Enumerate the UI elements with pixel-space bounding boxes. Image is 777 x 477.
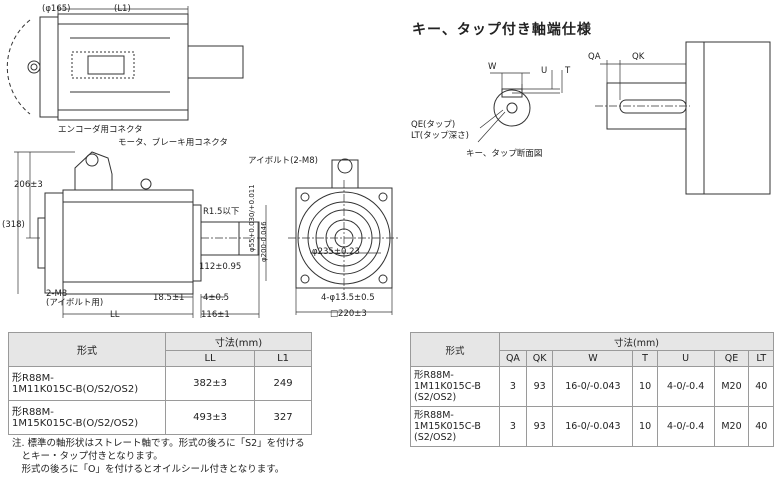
lt-cell: 40 [748,406,774,447]
motor-brake-connector-label: モータ、ブレーキ用コネクタ [118,138,228,148]
footnote: 注. 標準の軸形状はストレート軸です。形式の後ろに「S2」を付ける とキー・タッ… [12,438,305,475]
key-section-label: キー、タップ断面図 [466,149,543,159]
shaft-dia-label: φ55+0.030/+0.011 [248,184,256,252]
column-header: T [632,350,658,367]
qa-cell: 3 [499,406,527,447]
column-header: L1 [254,350,312,367]
motor-side-view [14,151,267,318]
table-row: 形R88M- 1M11K015C-B(O/S2/OS2) 382±3 249 [8,366,312,401]
model-header: 形式 [8,332,166,367]
column-header: W [552,350,634,367]
eyebolt-label: アイボルト(2-M8) [248,156,318,166]
l1-cell: 327 [254,400,312,435]
l1-label: (L1) [114,4,131,14]
dim-18-5-label: 18.5±1 [153,293,185,303]
table-row: 形R88M- 1M15K015C-B(O/S2/OS2) 493±3 327 [8,400,312,435]
dim-112-label: 112±0.95 [199,262,242,272]
key-section-view [477,70,563,143]
qk-cell: 93 [525,366,554,407]
square-label: □220±3 [330,309,367,319]
w-cell: 16-0/-0.043 [552,406,634,447]
left-dimension-table: 形式 寸法(mm) LL L1 形R88M- 1M11K015C-B(O/S2/… [8,332,312,435]
qe-cell: M20 [713,366,750,407]
bolt-label-sub: (アイボルト用) [46,298,104,308]
key-qk-label: QK [632,52,645,62]
u-cell: 4-0/-0.4 [656,366,715,407]
column-header: QA [499,350,527,367]
motor-top-view [6,6,244,121]
key-tap-spec-title: キー、タップ付き軸端仕様 [412,22,592,38]
key-lt-label: LT(タップ深さ) [411,131,469,141]
w-cell: 16-0/-0.043 [552,366,634,407]
t-cell: 10 [632,406,658,447]
ll-cell: 493±3 [164,400,256,435]
table-row: 形R88M- 1M11K015C-B (S2/OS2) 3 93 16-0/-0… [410,366,774,407]
l1-cell: 249 [254,366,312,401]
dim-116-label: 116±1 [201,310,230,320]
model-cell: 形R88M- 1M11K015C-B (S2/OS2) [410,366,500,407]
drawing-canvas [6,6,771,318]
model-cell: 形R88M- 1M11K015C-B(O/S2/OS2) [8,366,166,401]
shaft-key-view [595,41,771,195]
key-qa-label: QA [588,52,601,62]
column-header: LL [164,350,256,367]
encoder-connector-label: エンコーダ用コネクタ [58,125,143,135]
key-qe-label: QE(タップ) [411,120,456,130]
top-dia-label: (φ165) [42,4,71,14]
key-t-label: T [565,66,571,76]
motor-front-view [288,158,400,315]
radius-label: R1.5以下 [203,207,240,217]
key-w-label: W [488,62,497,72]
model-header: 形式 [410,332,500,367]
t-cell: 10 [632,366,658,407]
column-header: QK [525,350,554,367]
right-dimension-table: 形式 寸法(mm) QA QK W T U QE LT 形R88M- 1M11K… [410,332,774,447]
dim-4-label: 4±0.5 [203,293,230,303]
column-header: QE [713,350,750,367]
bolt-label: 2-M8 [46,289,68,299]
table-row: 形R88M- 1M15K015C-B (S2/OS2) 3 93 16-0/-0… [410,406,774,447]
pcd-label: φ235±0.23 [312,247,360,257]
holes-label: 4-φ13.5±0.5 [321,293,375,303]
qa-cell: 3 [499,366,527,407]
dimension-group-header: 寸法(mm) [499,332,774,351]
column-header: U [656,350,715,367]
model-cell: 形R88M- 1M15K015C-B (S2/OS2) [410,406,500,447]
qk-cell: 93 [525,406,554,447]
height-206-label: 206±3 [14,180,43,190]
key-u-label: U [541,66,548,76]
qe-cell: M20 [713,406,750,447]
lt-cell: 40 [748,366,774,407]
column-header: LT [748,350,774,367]
ll-label: LL [110,310,120,320]
model-cell: 形R88M- 1M15K015C-B(O/S2/OS2) [8,400,166,435]
dimension-group-header: 寸法(mm) [165,332,312,351]
u-cell: 4-0/-0.4 [656,406,715,447]
ll-cell: 382±3 [164,366,256,401]
flange-dia-label: φ200-0.046 [260,221,268,262]
height-318-label: (318) [2,220,25,230]
